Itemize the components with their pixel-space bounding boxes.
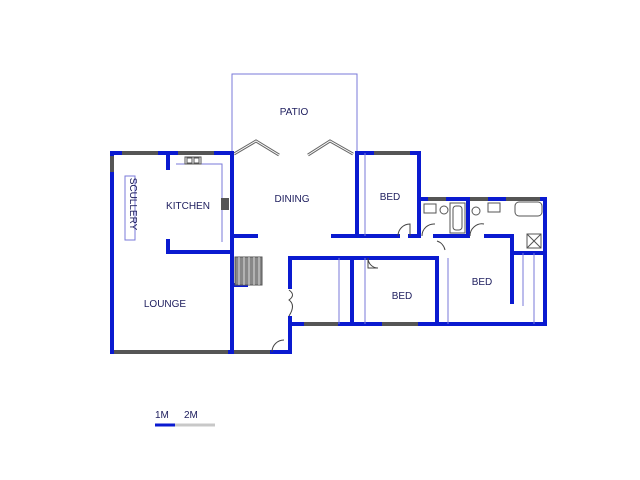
scale-label-1m: 1M [155,410,169,421]
room-label-patio: PATIO [280,107,309,118]
ensuite-basin-icon [487,202,501,213]
room-label-dining: DINING [275,194,310,205]
doors [271,223,485,353]
room-label-bed-1: BED [380,192,401,203]
room-label-lounge: LOUNGE [144,299,187,310]
folding-door-left [233,139,280,157]
bathroom-basin-icon [423,203,437,214]
toilet-icon [439,205,449,215]
stairs-icon [234,256,263,286]
scale-bar: 1M 2M [155,410,215,427]
scale-label-2m: 2M [184,410,198,421]
room-label-bed-2: BED [392,291,413,302]
windows [110,151,540,354]
inner-lines [124,153,535,324]
patio-outline [231,73,358,152]
kitchen-sink-icon [184,156,202,165]
bathtub-icon [449,202,466,234]
shower-icon [526,233,542,249]
toilet-icon-2 [471,206,481,216]
stove-icon [221,198,229,210]
room-label-scullery: SCULLERY [127,178,138,231]
room-label-bed-3: BED [472,277,493,288]
folding-door-right [307,139,354,157]
ensuite-bath-icon [514,201,543,217]
room-label-kitchen: KITCHEN [166,201,210,212]
